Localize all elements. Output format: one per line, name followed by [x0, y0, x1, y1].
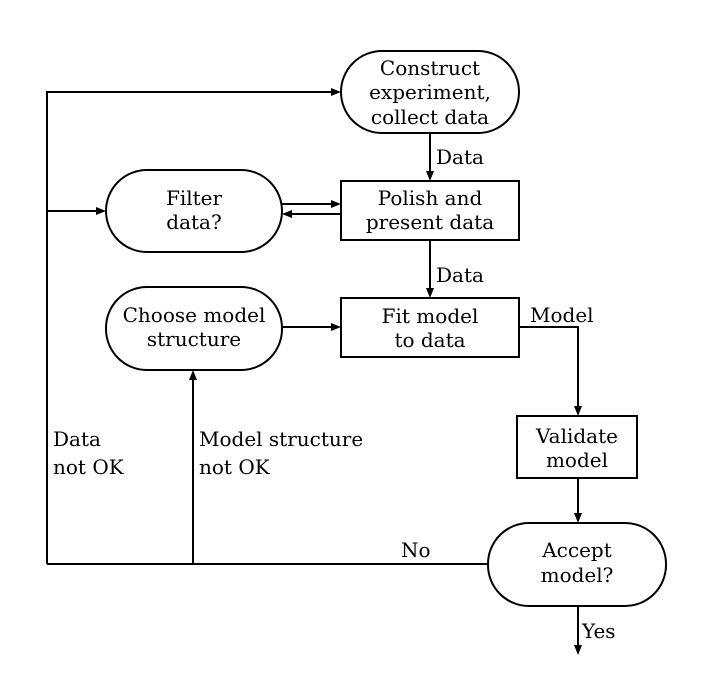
- node-filter-line-1: Filter: [166, 186, 223, 210]
- node-accept-line-1: Accept: [541, 538, 612, 562]
- edge-label-model: Model: [530, 303, 594, 327]
- edge-label-model-not-ok-line-2: not OK: [199, 455, 271, 479]
- edge-label-data-not-ok-line-1: Data: [53, 427, 101, 451]
- node-choose-line-2: structure: [147, 327, 241, 351]
- edge-label-data-1: Data: [436, 145, 484, 169]
- arrowhead-model-not-ok: [189, 370, 197, 380]
- edge-label-yes: Yes: [581, 619, 616, 643]
- arrowhead-bus-to-filter: [96, 207, 106, 215]
- arrowhead-accept-yes: [574, 645, 582, 655]
- node-fit-line-1: Fit model: [382, 304, 479, 328]
- arrowhead-construct-to-polish: [426, 171, 434, 181]
- node-accept-model: Accept model?: [487, 522, 667, 607]
- node-construct-line-1: Construct: [380, 56, 480, 80]
- node-validate-line-1: Validate: [535, 424, 618, 448]
- node-accept-line-2: model?: [541, 563, 614, 587]
- node-validate-line-2: model: [546, 448, 608, 472]
- arrowhead-bus-to-construct: [331, 88, 341, 96]
- edge-label-no: No: [401, 538, 431, 562]
- node-polish-line-1: Polish and: [378, 186, 483, 210]
- node-filter-data: Filter data?: [105, 169, 283, 253]
- node-construct-experiment: Construct experiment, collect data: [340, 50, 520, 134]
- edge-label-data-2: Data: [436, 263, 484, 287]
- edge-label-data-not-ok-line-2: not OK: [53, 455, 125, 479]
- node-polish-data: Polish and present data: [340, 180, 520, 241]
- edge-fit-to-validate: [519, 326, 579, 413]
- node-polish-line-2: present data: [366, 210, 494, 234]
- arrowhead-validate-to-accept: [574, 513, 582, 523]
- arrowhead-polish-to-fit: [426, 288, 434, 298]
- node-filter-line-2: data?: [166, 210, 221, 234]
- node-choose-line-1: Choose model: [123, 303, 266, 327]
- node-choose-model-structure: Choose model structure: [105, 286, 283, 371]
- node-construct-line-2: experiment,: [369, 80, 491, 104]
- node-fit-model: Fit model to data: [340, 297, 520, 358]
- edge-label-model-not-ok-line-1: Model structure: [199, 427, 363, 451]
- arrowhead-choose-to-fit: [331, 323, 341, 331]
- arrowhead-filter-to-polish: [331, 200, 341, 208]
- node-fit-line-2: to data: [394, 328, 465, 352]
- arrowhead-fit-to-validate: [574, 406, 582, 416]
- node-validate-model: Validate model: [516, 415, 638, 479]
- node-construct-line-3: collect data: [371, 105, 489, 129]
- arrowhead-polish-to-filter: [282, 210, 292, 218]
